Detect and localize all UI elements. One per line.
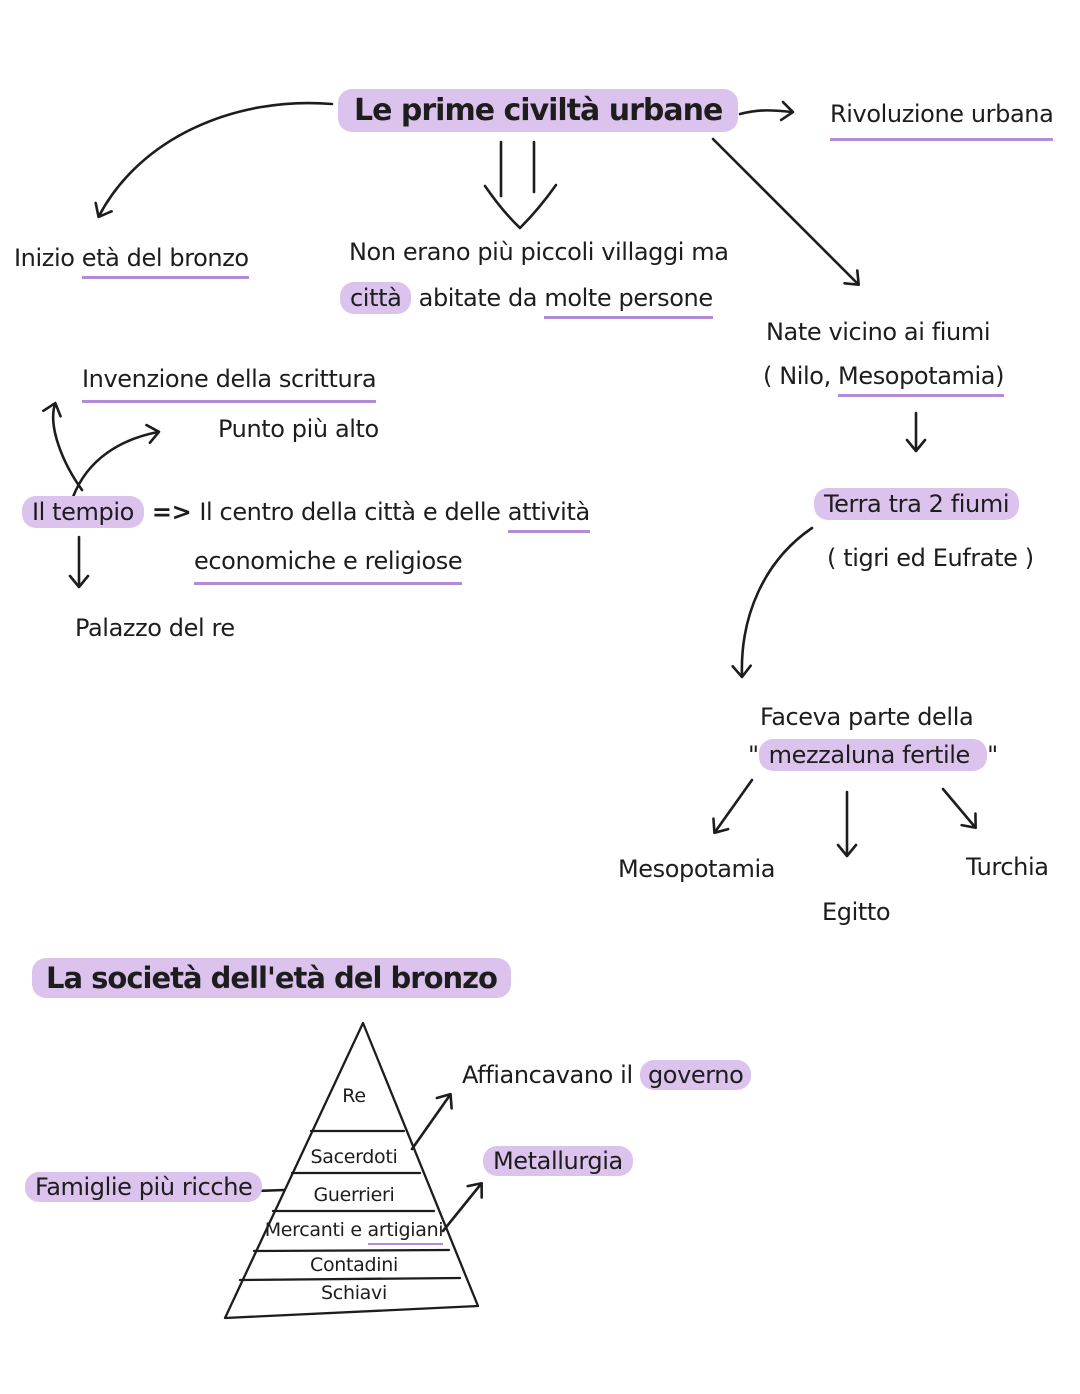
social-pyramid <box>223 1021 480 1320</box>
nate-plain: ( Nilo, <box>763 362 839 390</box>
invenzione-text: Invenzione della scrittura <box>82 364 377 403</box>
arrow-faceva-to-turchia <box>941 787 977 830</box>
node-nate-line1: Nate vicino ai fiumi <box>766 318 991 346</box>
node-villaggi-line2: città abitate da molte persone <box>340 282 713 319</box>
node-egitto: Egitto <box>822 898 891 926</box>
pyramid-level-mercanti: Mercanti e artigiani <box>204 1219 504 1245</box>
node-tigri-eufrate: ( tigri ed Eufrate ) <box>827 544 1034 572</box>
node-mezzaluna: "mezzaluna fertile " <box>748 739 998 771</box>
node-faceva-line1: Faceva parte della <box>760 703 974 731</box>
inizio-underlined: età del bronzo <box>81 244 249 279</box>
inizio-plain: Inizio <box>14 244 82 272</box>
node-metallurgia: Metallurgia <box>483 1146 633 1176</box>
tempio-highlight: Il tempio <box>22 496 144 528</box>
metallurgia-highlight: Metallurgia <box>483 1146 633 1176</box>
economiche-underlined: economiche e religiose <box>194 546 463 585</box>
famiglie-highlight: Famiglie più ricche <box>25 1172 263 1202</box>
arrow-pyramid-to-metallurgia <box>441 1181 484 1233</box>
affianca-plain: Affiancavano il <box>462 1061 640 1089</box>
node-nate-line2: ( Nilo, Mesopotamia) <box>763 361 1004 397</box>
node-tempio-line2: economiche e religiose <box>194 546 463 585</box>
pyramid-outline <box>223 1021 480 1320</box>
double-arrow-head <box>483 183 558 230</box>
attivita-underlined: attività <box>507 498 590 533</box>
pyramid-divider-4 <box>252 1248 451 1253</box>
villaggi-plain: abitate da <box>411 284 545 312</box>
quote-open: " <box>748 741 759 769</box>
arrow-terra-to-faceva <box>731 526 814 679</box>
quote-close: " <box>987 741 998 769</box>
pyramid-divider-5 <box>238 1276 462 1282</box>
node-inizio-eta-bronzo: Inizio età del bronzo <box>14 243 249 279</box>
governo-highlight: governo <box>639 1060 752 1090</box>
node-mesopotamia: Mesopotamia <box>618 855 776 883</box>
terra-highlight: Terra tra 2 fiumi <box>814 488 1020 520</box>
arrow-tempio-to-punto <box>71 423 161 499</box>
arrow-title-to-nate <box>711 137 861 287</box>
arrow-faceva-to-mesopotamia <box>712 778 754 835</box>
artigiani-underlined: artigiani <box>367 1219 444 1245</box>
pyramid-level-re: Re <box>342 1085 366 1107</box>
node-rivoluzione-urbana-text: Rivoluzione urbana <box>830 99 1054 141</box>
node-turchia: Turchia <box>966 853 1049 881</box>
society-title: La società dell'età del bronzo <box>32 958 511 998</box>
pyramid-level-contadini: Contadini <box>310 1254 398 1276</box>
citta-highlight: città <box>340 282 412 314</box>
node-terra-2-fiumi: Terra tra 2 fiumi <box>814 488 1020 520</box>
tempio-desc-plain: Il centro della città e delle <box>199 498 508 526</box>
node-invenzione-scrittura: Invenzione della scrittura <box>82 364 377 403</box>
arrow-tempio-to-invenzione <box>42 401 84 492</box>
tempio-implies-symbol: => <box>151 498 192 526</box>
mezzaluna-highlight: mezzaluna fertile <box>758 739 988 771</box>
pyramid-level-schiavi: Schiavi <box>321 1282 387 1304</box>
main-title-highlight: Le prime civiltà urbane <box>338 89 739 132</box>
pyramid-level-guerrieri: Guerrieri <box>313 1184 395 1206</box>
mesopotamia-underlined: Mesopotamia) <box>838 362 1004 397</box>
arrow-title-to-rivoluzione <box>738 100 795 122</box>
node-punto-piu-alto: Punto più alto <box>218 415 379 443</box>
molte-persone-underlined: molte persone <box>544 284 713 319</box>
arrow-title-to-inizio <box>94 101 334 219</box>
node-famiglie-ricche: Famiglie più ricche <box>25 1172 263 1202</box>
node-tempio-row: Il tempio=>Il centro della città e delle… <box>22 496 590 533</box>
society-title-highlight: La società dell'età del bronzo <box>32 958 511 998</box>
node-palazzo-del-re: Palazzo del re <box>75 614 235 642</box>
mercanti-plain: Mercanti e <box>264 1219 368 1241</box>
main-title: Le prime civiltà urbane <box>338 89 739 132</box>
arrow-pyramid-to-affianca <box>410 1092 453 1151</box>
node-affiancavano-governo: Affiancavano il governo <box>462 1060 752 1090</box>
node-villaggi-line1: Non erano più piccoli villaggi ma <box>349 238 729 266</box>
node-rivoluzione-urbana: Rivoluzione urbana <box>830 99 1054 141</box>
pyramid-level-sacerdoti: Sacerdoti <box>310 1146 398 1168</box>
